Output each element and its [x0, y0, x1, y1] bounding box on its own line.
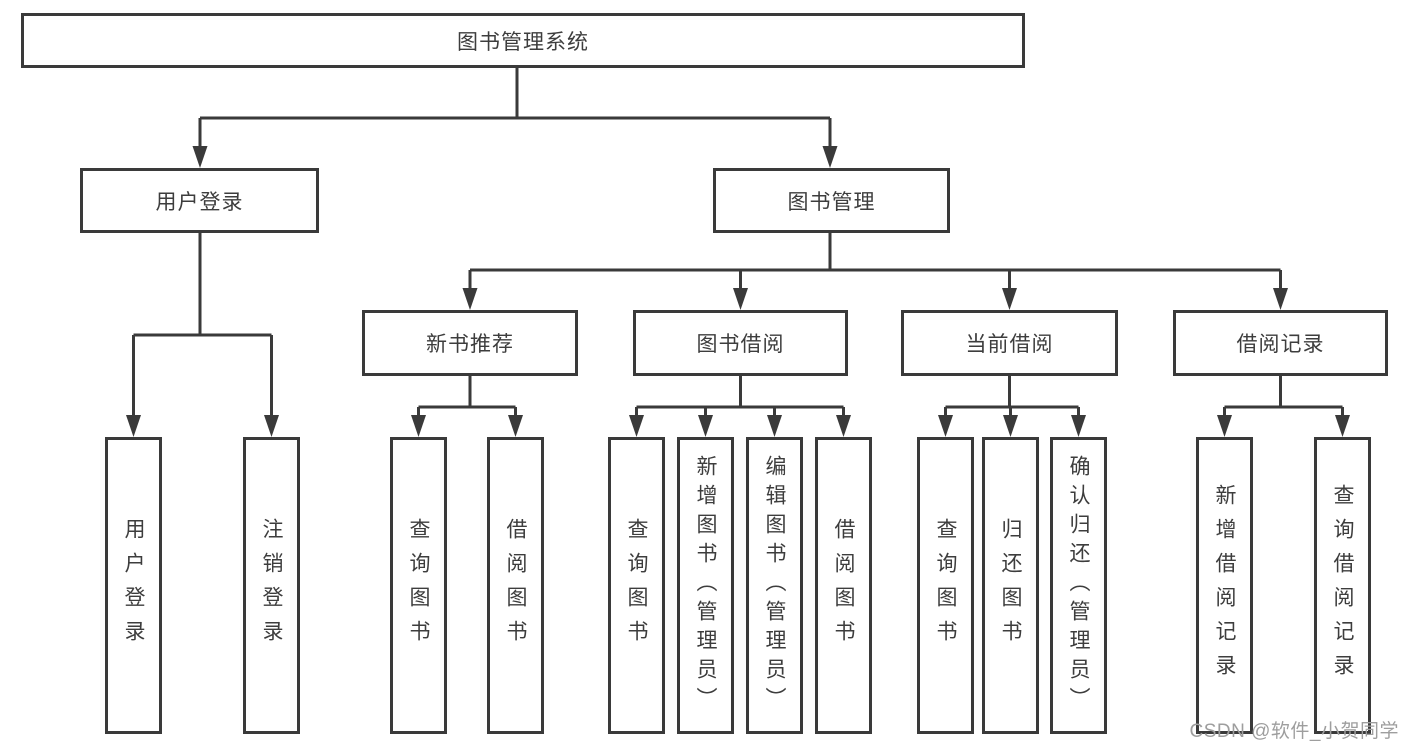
node-bb-query-books: 查询图书 — [608, 437, 665, 734]
node-nbr-query-books: 查询图书 — [390, 437, 447, 734]
node-login: 用户登录 — [105, 437, 162, 734]
node-cb-confirm-return-admin-label: 确认归还（管理员） — [1067, 455, 1090, 716]
node-bb-add-books-admin-label: 新增图书（管理员） — [694, 455, 717, 716]
node-bb-query-books-label: 查询图书 — [625, 517, 648, 654]
node-logout-label: 注销登录 — [260, 517, 283, 654]
node-bb-edit-books-admin-label: 编辑图书（管理员） — [763, 455, 786, 716]
node-current-borrow: 当前借阅 — [901, 310, 1118, 376]
node-cb-return-books: 归还图书 — [982, 437, 1039, 734]
node-current-borrow-label: 当前借阅 — [965, 333, 1054, 356]
connector-root — [192, 68, 838, 168]
node-login-label: 用户登录 — [122, 517, 145, 654]
node-book-borrow-label: 图书借阅 — [696, 333, 785, 356]
node-br-add-record: 新增借阅记录 — [1196, 437, 1253, 734]
connector-borrow-records — [1217, 376, 1350, 437]
node-borrow-records-label: 借阅记录 — [1236, 333, 1325, 356]
node-book-management: 图书管理 — [713, 168, 950, 233]
node-user-login: 用户登录 — [80, 168, 319, 233]
node-bb-add-books-admin: 新增图书（管理员） — [677, 437, 734, 734]
node-bb-borrow-books-label: 借阅图书 — [832, 517, 855, 654]
node-new-book-recommend-label: 新书推荐 — [426, 333, 514, 356]
node-logout: 注销登录 — [243, 437, 300, 734]
connector-user-login — [126, 233, 279, 437]
node-br-add-record-label: 新增借阅记录 — [1213, 483, 1236, 688]
node-book-management-label: 图书管理 — [787, 190, 876, 214]
node-bb-edit-books-admin: 编辑图书（管理员） — [746, 437, 803, 734]
node-borrow-records: 借阅记录 — [1173, 310, 1388, 376]
node-nbr-borrow-books: 借阅图书 — [487, 437, 544, 734]
node-nbr-borrow-books-label: 借阅图书 — [504, 517, 527, 654]
node-library-system: 图书管理系统 — [21, 13, 1025, 68]
node-cb-confirm-return-admin: 确认归还（管理员） — [1050, 437, 1107, 734]
connector-book-borrow — [629, 376, 851, 437]
connector-current-borrow — [938, 376, 1086, 437]
node-cb-return-books-label: 归还图书 — [999, 517, 1022, 654]
node-cb-query-books: 查询图书 — [917, 437, 974, 734]
node-br-query-record: 查询借阅记录 — [1314, 437, 1371, 734]
node-library-system-label: 图书管理系统 — [457, 30, 589, 54]
node-bb-borrow-books: 借阅图书 — [815, 437, 872, 734]
node-book-borrow: 图书借阅 — [633, 310, 848, 376]
node-nbr-query-books-label: 查询图书 — [407, 517, 430, 654]
node-new-book-recommend: 新书推荐 — [362, 310, 578, 376]
connector-new-book-recommend — [411, 376, 523, 437]
connector-book-management — [462, 233, 1288, 310]
node-user-login-label: 用户登录 — [155, 190, 244, 214]
node-cb-query-books-label: 查询图书 — [934, 517, 957, 654]
node-br-query-record-label: 查询借阅记录 — [1331, 483, 1354, 688]
